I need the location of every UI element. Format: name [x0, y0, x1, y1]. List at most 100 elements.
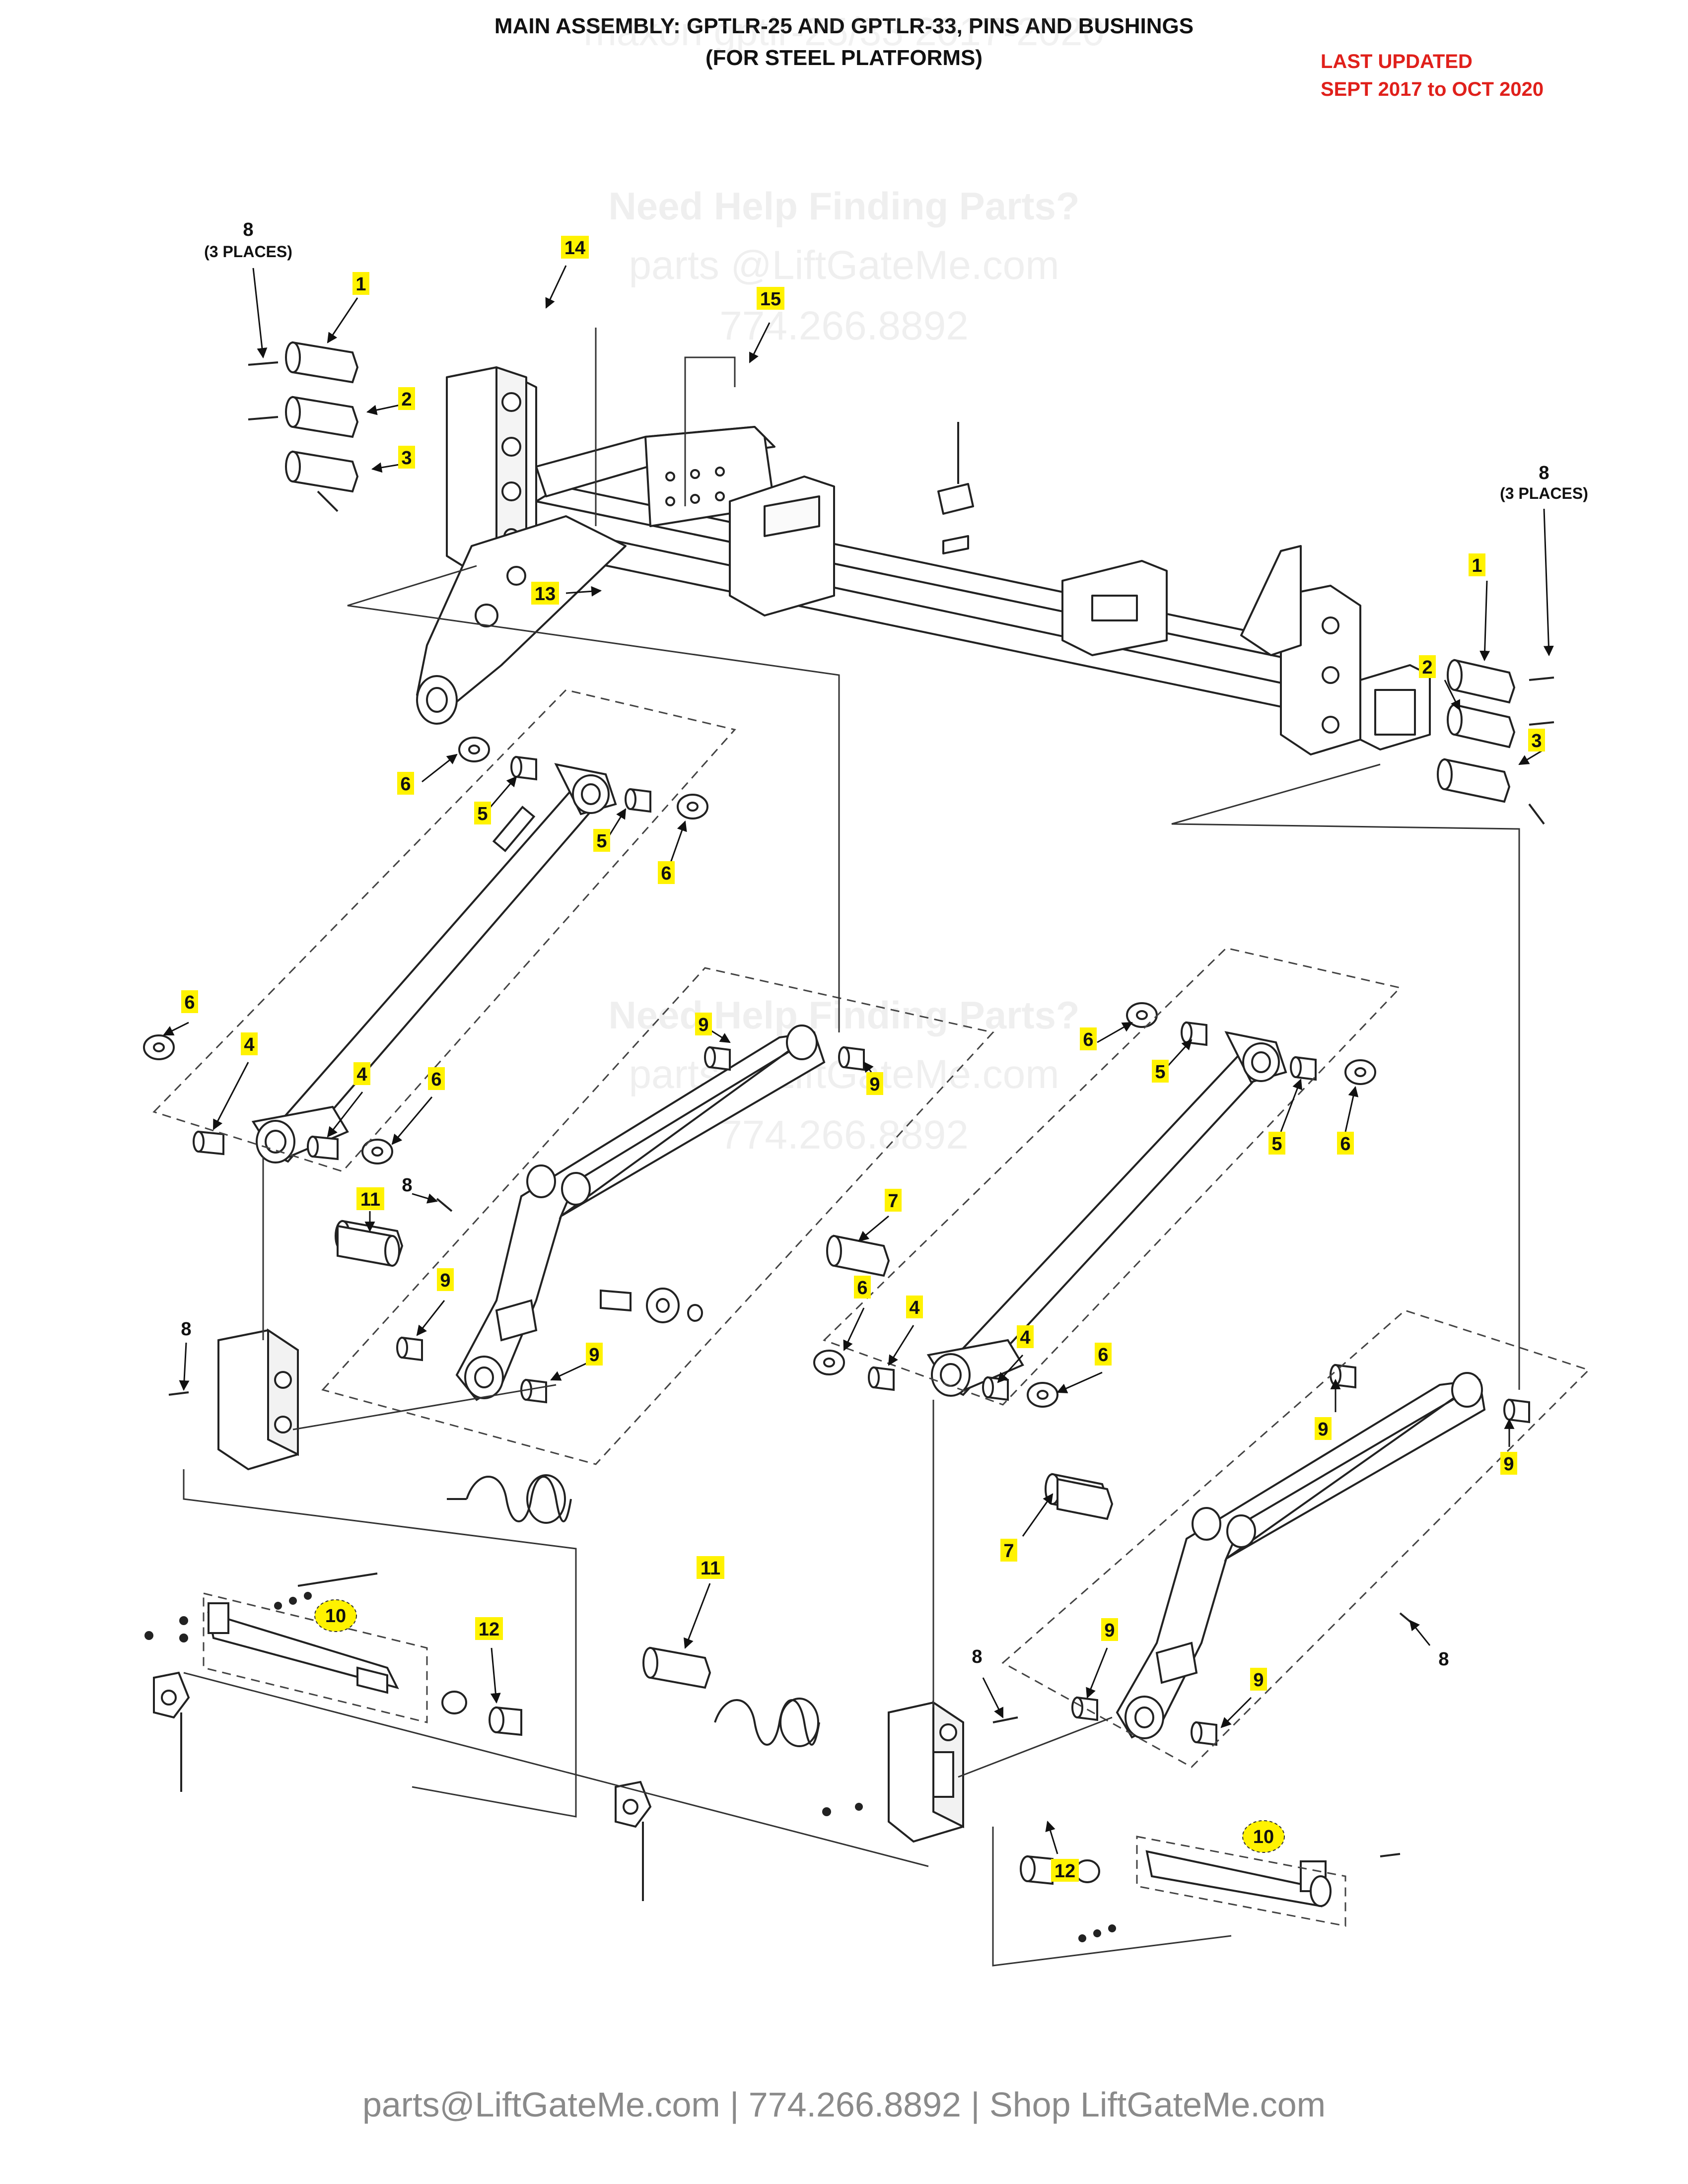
- callout-7-a: 7: [885, 1189, 902, 1212]
- watermark-help-mid: Need Help Finding Parts?: [608, 993, 1080, 1037]
- svg-text:5: 5: [1271, 1134, 1282, 1155]
- svg-text:1: 1: [1472, 555, 1482, 576]
- callout-8-c: 8: [1438, 1649, 1449, 1670]
- svg-text:12: 12: [1055, 1861, 1075, 1882]
- callout-8-a: 8: [402, 1175, 412, 1196]
- callout-9-g: 9: [1101, 1618, 1118, 1641]
- svg-text:2: 2: [1422, 657, 1432, 678]
- callout-labels: 8 (3 PLACES) 14 15 1 2 3 13 8 (3 P: [181, 219, 1588, 1882]
- svg-text:6: 6: [400, 774, 411, 795]
- callout-3-left: 3: [398, 446, 415, 469]
- svg-text:6: 6: [661, 863, 671, 884]
- callout-6-h: 6: [1095, 1343, 1112, 1365]
- last-updated-range: SEPT 2017 to OCT 2020: [1321, 78, 1544, 100]
- left-lower-bracket: [168, 1328, 299, 1471]
- callout-10-left: 10: [314, 1599, 357, 1632]
- svg-text:9: 9: [869, 1074, 880, 1095]
- ghost-title: maxon gptlr-25/33 2017-2020: [583, 9, 1105, 54]
- svg-text:11: 11: [701, 1558, 720, 1579]
- right-pin-11: [642, 1478, 1114, 1689]
- callout-3-right: 3: [1528, 729, 1545, 751]
- callout-15: 15: [757, 287, 784, 310]
- diagram-title-line1: MAIN ASSEMBLY: GPTLR-25 AND GPTLR-33, PI…: [494, 14, 1194, 38]
- svg-text:4: 4: [244, 1034, 254, 1055]
- callout-1-right: 1: [1469, 553, 1485, 576]
- svg-text:13: 13: [535, 584, 556, 605]
- callout-6-f: 6: [1337, 1132, 1354, 1155]
- svg-text:8: 8: [1438, 1649, 1449, 1670]
- callout-14: 14: [561, 236, 589, 259]
- svg-text:6: 6: [431, 1069, 441, 1090]
- svg-text:7: 7: [1003, 1541, 1014, 1562]
- callout-8-top-left: 8 (3 PLACES): [204, 219, 292, 261]
- left-spring: [447, 1474, 572, 1524]
- svg-text:8: 8: [402, 1175, 412, 1196]
- footer-contact: parts@LiftGateMe.com | 774.266.8892 | Sh…: [362, 2085, 1326, 2124]
- right-small-hardware: [822, 1803, 1116, 1942]
- callout-6-g: 6: [854, 1276, 871, 1298]
- svg-text:(3 PLACES): (3 PLACES): [204, 243, 292, 261]
- callout-6-e: 6: [1080, 1027, 1097, 1050]
- svg-text:3: 3: [1531, 731, 1542, 751]
- assembly-lines: [183, 328, 1520, 1967]
- svg-text:9: 9: [589, 1345, 599, 1365]
- callout-9-h: 9: [1250, 1668, 1267, 1691]
- callout-12-right: 12: [1051, 1859, 1079, 1882]
- middle-right-lift-arm: [1116, 1372, 1486, 1739]
- watermark-help-top: Need Help Finding Parts?: [608, 184, 1080, 228]
- svg-text:6: 6: [1098, 1345, 1108, 1365]
- upper-left-link-hardware: [143, 737, 708, 1164]
- callout-8-d: 8: [972, 1646, 982, 1667]
- svg-text:9: 9: [1318, 1419, 1328, 1440]
- callout-9-d: 9: [586, 1343, 603, 1365]
- callout-10-right: 10: [1242, 1820, 1285, 1853]
- callout-6-d: 6: [428, 1067, 445, 1090]
- last-updated-badge: LAST UPDATED SEPT 2017 to OCT 2020: [1321, 48, 1544, 103]
- watermark-phone-mid: 774.266.8892: [719, 1112, 969, 1158]
- svg-text:15: 15: [760, 289, 781, 310]
- callout-12-left: 12: [475, 1617, 503, 1640]
- svg-text:(3 PLACES): (3 PLACES): [1500, 484, 1588, 502]
- callout-8-b: 8: [181, 1319, 191, 1340]
- right-spring: [714, 1698, 820, 1747]
- last-updated-label: LAST UPDATED: [1321, 51, 1473, 72]
- svg-text:12: 12: [479, 1619, 499, 1640]
- middle-left-lift-arm: [455, 1024, 826, 1401]
- svg-text:9: 9: [1104, 1620, 1115, 1641]
- svg-text:7: 7: [888, 1191, 898, 1212]
- svg-text:9: 9: [1503, 1454, 1514, 1475]
- callout-6-b: 6: [658, 861, 675, 884]
- svg-text:5: 5: [1155, 1062, 1165, 1083]
- svg-text:8: 8: [181, 1319, 191, 1340]
- callout-9-a: 9: [695, 1013, 712, 1035]
- callout-8-top-right: 8 (3 PLACES): [1500, 463, 1588, 502]
- top-right-pins: [1437, 659, 1554, 825]
- callout-5-a: 5: [474, 802, 491, 824]
- svg-text:3: 3: [401, 448, 412, 469]
- callout-6-a: 6: [397, 772, 414, 795]
- callout-9-b: 9: [866, 1072, 883, 1095]
- callout-1-left: 1: [352, 272, 369, 295]
- upper-right-link: [926, 1031, 1287, 1397]
- svg-text:9: 9: [1253, 1670, 1264, 1691]
- svg-text:6: 6: [1340, 1134, 1350, 1155]
- callout-4-a: 4: [241, 1032, 258, 1055]
- svg-text:6: 6: [857, 1278, 867, 1298]
- svg-text:8: 8: [1539, 463, 1549, 483]
- svg-text:4: 4: [909, 1297, 919, 1318]
- svg-text:6: 6: [1083, 1029, 1093, 1050]
- svg-text:2: 2: [401, 389, 412, 410]
- callout-11-b: 11: [697, 1556, 724, 1579]
- callout-arrows: [163, 265, 1554, 1854]
- upper-left-link: [251, 763, 617, 1163]
- svg-text:4: 4: [1020, 1327, 1030, 1348]
- svg-text:9: 9: [440, 1270, 450, 1291]
- left-roller-shaft-assembly: [153, 1572, 522, 1792]
- callout-4-d: 4: [1017, 1325, 1034, 1348]
- callout-6-c: 6: [181, 990, 198, 1013]
- svg-text:11: 11: [360, 1189, 380, 1210]
- callout-5-b: 5: [593, 829, 610, 852]
- callout-7-b: 7: [1000, 1539, 1017, 1562]
- svg-text:4: 4: [356, 1064, 367, 1085]
